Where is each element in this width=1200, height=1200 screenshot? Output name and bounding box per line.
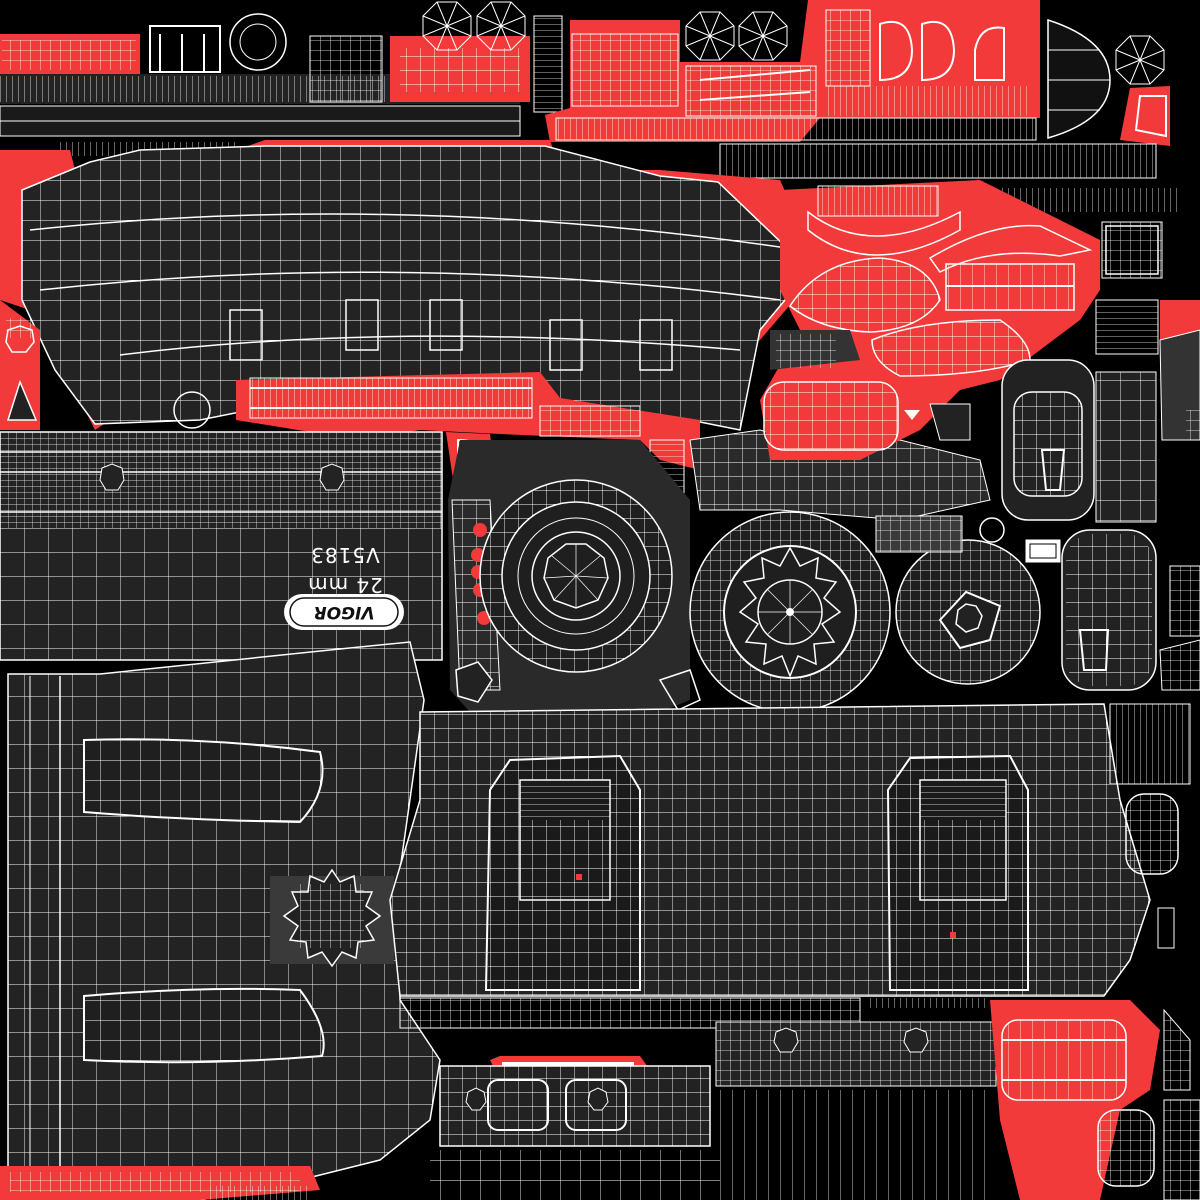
top-strip [0,0,1180,212]
brand-text: VIGOR [313,602,375,622]
wheel-group [448,429,1061,713]
label-panel [0,431,443,661]
size-text: 24 mm [307,573,383,597]
upper-panel [0,140,820,431]
bottom-left-panel [7,641,441,1200]
left-small-items [0,300,211,430]
right-column [1001,329,1200,691]
brand-logo: VIGOR [284,594,404,630]
bottom-strips [0,997,1200,1200]
right-red-parts [760,180,1200,460]
mm-size-label: 24 mm V5183 [290,532,400,597]
model-code-text: V5183 [310,543,380,567]
bottom-center-panel [389,703,1191,997]
